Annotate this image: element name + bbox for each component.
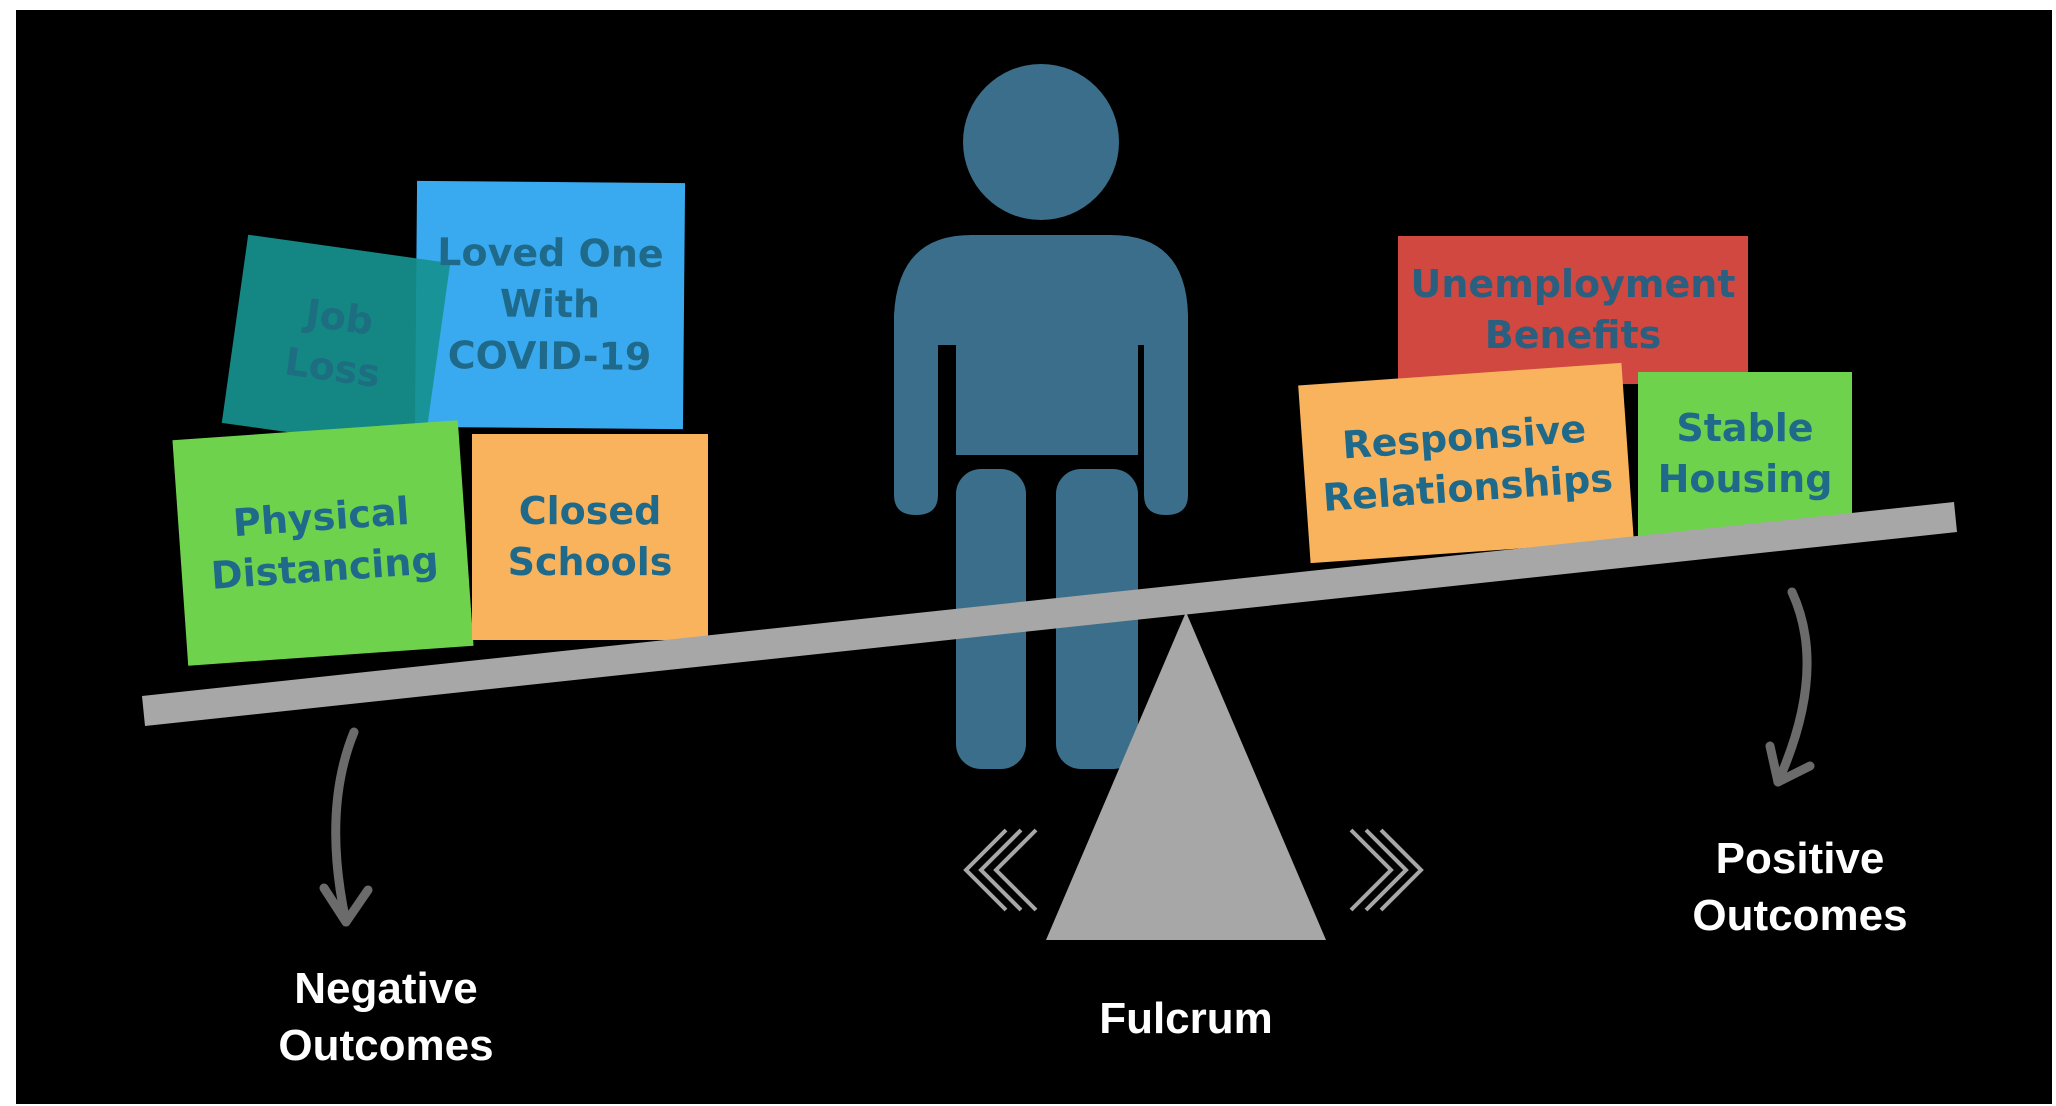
fulcrum-label: Fulcrum	[1099, 994, 1273, 1043]
card-stable-housing: Stable Housing	[1638, 372, 1852, 536]
card-responsive-relationships: Responsive Relationships	[1298, 363, 1634, 563]
card-job-loss: Job Loss	[222, 235, 450, 452]
card-unemployment-benefits: Unemployment Benefits	[1398, 236, 1748, 384]
card-closed-schools-bg	[472, 434, 708, 640]
card-stable-housing-bg	[1638, 372, 1852, 536]
card-job-loss-bg	[221, 234, 451, 452]
card-unemployment-benefits-label: Unemployment Benefits	[1410, 261, 1736, 357]
card-closed-schools-label: Closed Schools	[507, 488, 673, 584]
card-responsive-bg	[1298, 362, 1634, 564]
curved-arrow-right-icon	[1765, 587, 1815, 787]
card-unemployment-bg	[1398, 236, 1748, 384]
card-responsive-relationships-label: Responsive Relationships	[1321, 406, 1615, 521]
card-loved-one: Loved One With COVID-19	[415, 181, 685, 429]
double-chevron-left-icon	[963, 828, 1038, 912]
card-job-loss-label: Job Loss	[282, 290, 383, 397]
card-loved-one-bg	[414, 180, 686, 430]
card-physical-distancing-label: Physical Distancing	[209, 488, 440, 598]
person-icon	[894, 64, 1188, 769]
card-closed-schools: Closed Schools	[472, 434, 708, 640]
card-physical-distancing: Physical Distancing	[172, 420, 473, 665]
double-chevron-right-icon	[1349, 828, 1424, 912]
positive-outcomes-label: Positive Outcomes	[1692, 834, 1908, 941]
cards-layer	[172, 180, 1852, 666]
card-loved-one-label: Loved One With COVID-19	[437, 230, 664, 379]
seesaw-diagram: Loved One With COVID-19 Job Loss Physica…	[16, 10, 2052, 1104]
fulcrum-triangle	[1046, 612, 1326, 940]
card-stable-housing-label: Stable Housing	[1657, 405, 1833, 501]
curved-arrow-left-icon	[319, 727, 373, 927]
seesaw-beam	[142, 502, 1957, 726]
card-physical-distancing-bg	[172, 420, 474, 666]
negative-outcomes-label: Negative Outcomes	[278, 964, 494, 1071]
diagram-graphics	[142, 64, 1957, 940]
